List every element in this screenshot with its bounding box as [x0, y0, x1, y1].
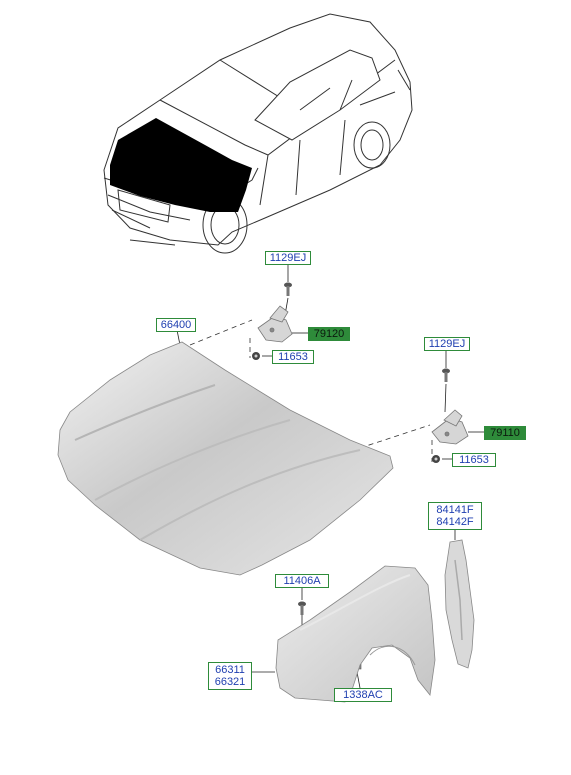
- part-number: 84142F: [436, 516, 474, 528]
- dashed-assembly-lines: [189, 319, 433, 462]
- fender-panel[interactable]: [275, 565, 436, 703]
- part-label-bolt-right[interactable]: 1129EJ: [424, 337, 470, 351]
- part-number: 66311: [215, 664, 245, 676]
- hinge-bracket-lh[interactable]: [257, 305, 293, 343]
- part-label-hood[interactable]: 66400: [156, 318, 196, 332]
- bolt-icon[interactable]: [284, 282, 292, 297]
- hinge-bracket-rh[interactable]: [431, 409, 469, 445]
- part-label-hinge-lh[interactable]: 79120: [308, 327, 350, 341]
- part-label-bolt-top[interactable]: 1129EJ: [265, 251, 311, 265]
- part-label-hinge-rh[interactable]: 79110: [484, 426, 526, 440]
- bolt-icon[interactable]: [442, 368, 450, 383]
- nut-icon[interactable]: [432, 455, 440, 463]
- part-label-clip[interactable]: 1338AC: [334, 688, 392, 702]
- car-hood-highlight: [110, 118, 252, 212]
- fender-bracket[interactable]: [444, 539, 475, 669]
- part-label-nut-left[interactable]: 11653: [272, 350, 314, 364]
- part-label-nut-right[interactable]: 11653: [452, 453, 496, 467]
- part-label-fender-bolt[interactable]: 11406A: [275, 574, 329, 588]
- nut-icon[interactable]: [252, 352, 260, 360]
- part-number: 66321: [214, 676, 246, 688]
- part-number: 84141F: [436, 504, 474, 516]
- hood-panel[interactable]: [57, 341, 394, 576]
- bolt-icon[interactable]: [298, 601, 306, 616]
- part-label-fender-bracket[interactable]: 84141F 84142F: [428, 502, 482, 530]
- part-label-fender[interactable]: 66311 66321: [208, 662, 252, 690]
